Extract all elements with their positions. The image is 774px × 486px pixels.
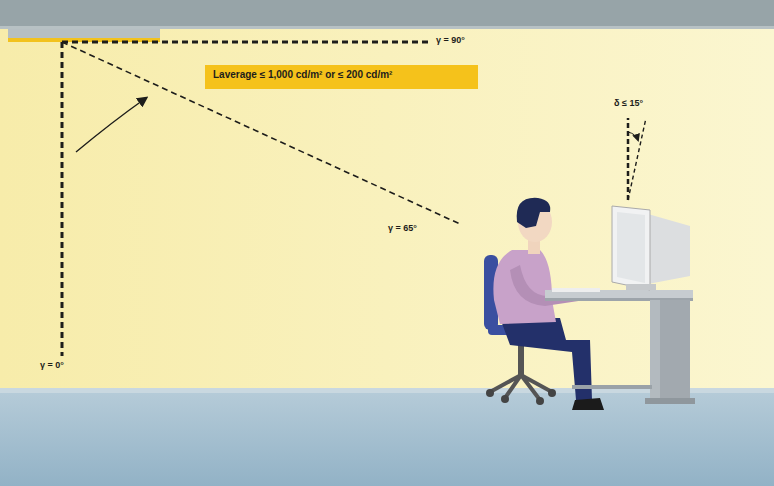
angle-label: γ = 0° xyxy=(38,360,66,370)
luminance-label-box: Laverage ≤ 1,000 cd/m² or ≤ 200 cd/m² xyxy=(205,65,478,89)
angle-label: γ = 65° xyxy=(386,223,419,233)
angle-label: γ = 90° xyxy=(434,35,467,45)
angle-label: δ ≤ 15° xyxy=(612,98,645,108)
luminance-limit: Laverage ≤ 1,000 cd/m² or ≤ 200 cd/m² xyxy=(213,69,470,81)
